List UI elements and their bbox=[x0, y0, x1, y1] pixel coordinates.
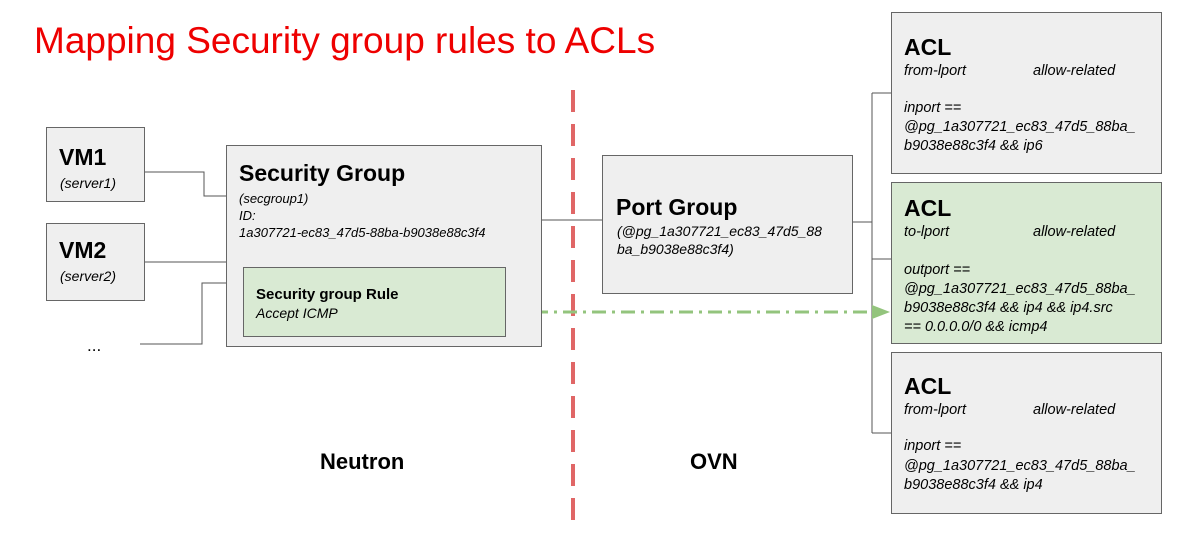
acl-match-line2: @pg_1a307721_ec83_47d5_88ba_ bbox=[904, 119, 1136, 135]
acl-match-line1: inport == bbox=[904, 100, 962, 116]
acl-action: allow-related bbox=[1033, 63, 1116, 79]
security-group-rule-box: Security group Rule Accept ICMP bbox=[243, 267, 506, 337]
acl-action: allow-related bbox=[1033, 402, 1116, 418]
ovn-label: OVN bbox=[690, 449, 738, 474]
acl-match-line3: b9038e88c3f4 && ip6 bbox=[904, 138, 1043, 154]
security-group-box: Security Group (secgroup1) ID: 1a307721-… bbox=[226, 145, 542, 347]
acl-box-icmp-egress: ACL to-lport allow-related outport == @p… bbox=[891, 182, 1162, 344]
acl-action: allow-related bbox=[1033, 224, 1116, 240]
security-group-name: (secgroup1) bbox=[239, 191, 309, 206]
acl-direction: from-lport bbox=[904, 63, 967, 79]
port-group-text-line2: ba_b9038e88c3f4) bbox=[617, 241, 734, 257]
vm1-connector bbox=[145, 171, 226, 197]
acl-match-line1: outport == bbox=[904, 262, 971, 278]
port-group-text-line1: (@pg_1a307721_ec83_47d5_88 bbox=[617, 223, 822, 239]
acl-title: ACL bbox=[904, 34, 952, 60]
more-vms-ellipsis: ... bbox=[87, 336, 102, 355]
security-group-rule-title: Security group Rule bbox=[256, 286, 399, 303]
diagram-title: Mapping Security group rules to ACLs bbox=[34, 20, 656, 61]
acl-match-line1: inport == bbox=[904, 438, 962, 454]
vm1-name: VM1 bbox=[59, 144, 107, 170]
acl-match-line2: @pg_1a307721_ec83_47d5_88ba_ bbox=[904, 458, 1136, 474]
acl-title: ACL bbox=[904, 195, 952, 221]
acl-box-ipv4-ingress: ACL from-lport allow-related inport == @… bbox=[891, 352, 1162, 514]
security-group-rule-text: Accept ICMP bbox=[256, 305, 338, 321]
acl-match-line4: == 0.0.0.0/0 && icmp4 bbox=[904, 319, 1048, 335]
security-group-id-label: ID: bbox=[239, 208, 256, 223]
acl-match-line2: @pg_1a307721_ec83_47d5_88ba_ bbox=[904, 281, 1136, 297]
port-group-box: Port Group (@pg_1a307721_ec83_47d5_88 ba… bbox=[602, 155, 853, 294]
security-group-title: Security Group bbox=[239, 160, 406, 186]
neutron-label: Neutron bbox=[320, 449, 405, 474]
ellipsis-connector bbox=[140, 282, 226, 345]
arrow-head-icon bbox=[872, 305, 890, 319]
acl-box-ipv6-ingress: ACL from-lport allow-related inport == @… bbox=[891, 12, 1162, 174]
vm2-server: (server2) bbox=[60, 268, 117, 284]
security-group-id-value: 1a307721-ec83_47d5-88ba-b9038e88c3f4 bbox=[239, 225, 486, 240]
port-group-title: Port Group bbox=[616, 194, 738, 220]
acl-direction: to-lport bbox=[904, 224, 950, 240]
vm1-box: VM1 (server1) bbox=[46, 127, 145, 202]
acl-match-line3: b9038e88c3f4 && ip4 bbox=[904, 477, 1043, 493]
acl-match-line3: b9038e88c3f4 && ip4 && ip4.src bbox=[904, 300, 1113, 316]
vm2-box: VM2 (server2) bbox=[46, 223, 145, 301]
vm2-name: VM2 bbox=[59, 237, 107, 263]
acl-title: ACL bbox=[904, 373, 952, 399]
vm1-server: (server1) bbox=[60, 175, 117, 191]
acl-direction: from-lport bbox=[904, 402, 967, 418]
